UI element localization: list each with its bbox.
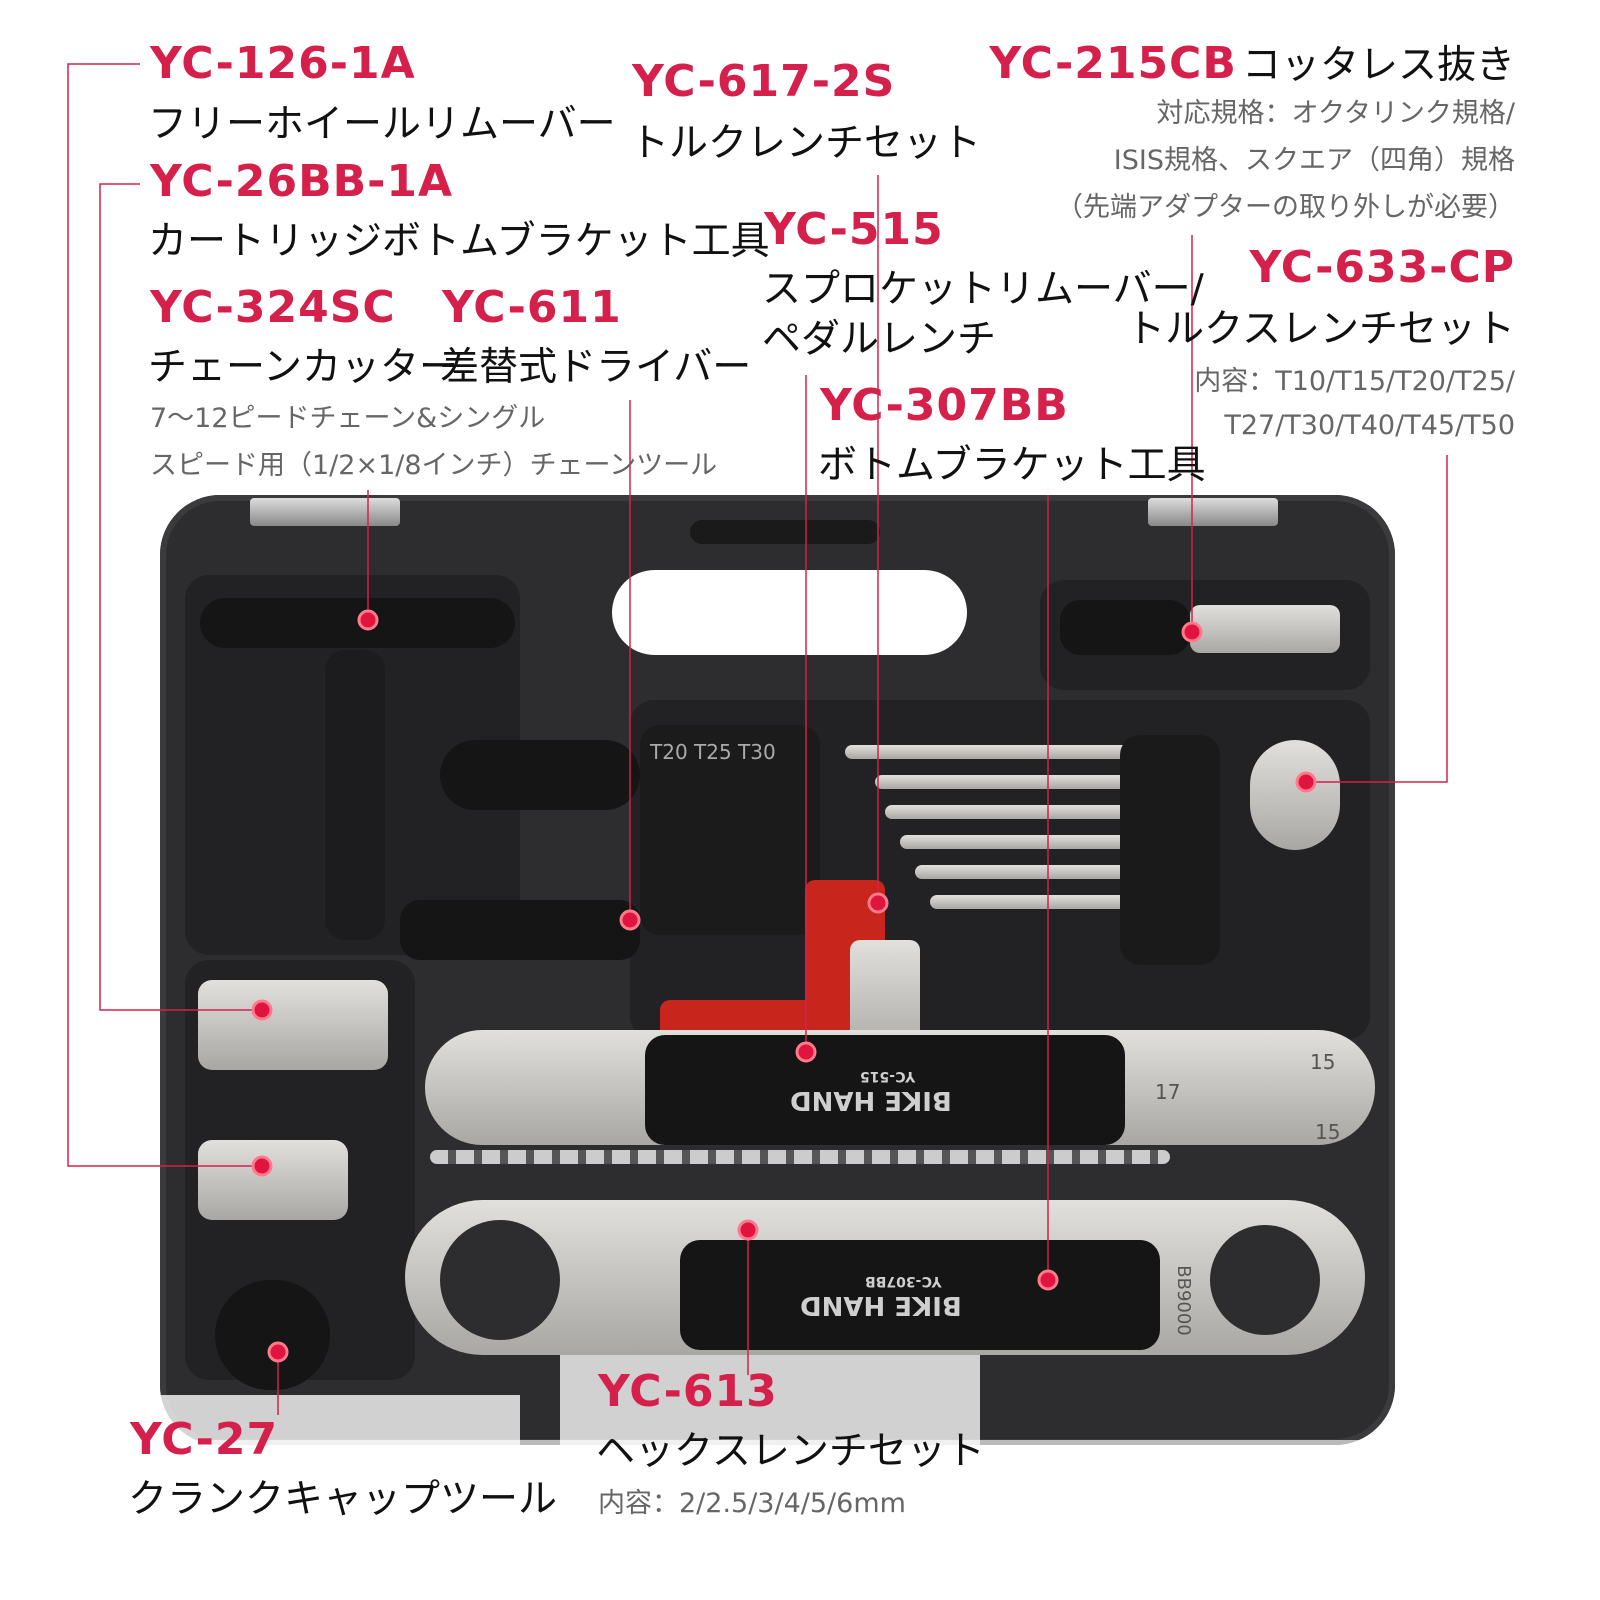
yc215-name: コッタレス抜き (1241, 43, 1515, 88)
yc27-code: YC-27 (130, 1414, 279, 1465)
yc324-sub1: 7〜12ピードチェーン&シングル (150, 403, 546, 434)
marker-dot-yc126 (251, 1155, 273, 1177)
case-slot (690, 520, 880, 544)
yc617-name: トルクレンチセット (630, 121, 982, 166)
marker-dot-yc307 (1037, 1269, 1059, 1291)
yc324-code: YC-324SC (150, 282, 396, 333)
wrench-ring-right (1210, 1225, 1320, 1335)
yc215-sub3: （先端アダプターの取り外しが必要） (1056, 192, 1515, 223)
torx-key (915, 865, 1155, 879)
yc307-code: YC-307BB (820, 380, 1069, 431)
yc515-code: YC-515 (764, 204, 944, 255)
yc215-header: YC-215CB コッタレス抜き (989, 42, 1515, 86)
yc633-sub2: T27/T30/T40/T45/T50 (1224, 410, 1515, 441)
torx-holder (1120, 735, 1220, 965)
wrench-ring-left (440, 1220, 560, 1340)
bottom-fade (0, 1440, 1600, 1600)
marker-dot-yc515 (795, 1041, 817, 1063)
marker-dot-yc611 (619, 909, 641, 931)
case-handle-opening (612, 570, 967, 655)
leader-yc633 (1306, 455, 1448, 783)
yc633-sub1: 内容：T10/T15/T20/T25/ (1194, 366, 1515, 397)
size-mark-15: 15 (1310, 1050, 1336, 1074)
freewheel-remover (198, 1140, 348, 1220)
yc26bb-name: カートリッジボトムブラケット工具 (148, 219, 770, 264)
crank-puller-steel (1190, 605, 1340, 653)
screwdriver-handle (440, 740, 640, 810)
torx-key (930, 895, 1155, 909)
marker-dot-yc613 (737, 1219, 759, 1241)
wrench-grip-515 (645, 1035, 1125, 1145)
yc617-code: YC-617-2S (632, 56, 896, 107)
yc324-sub2: スピード用（1/2×1/8インチ）チェーンツール (150, 450, 718, 481)
chain-tool-handle (200, 598, 515, 648)
yc324-name: チェーンカッター (148, 345, 459, 390)
yc126-code: YC-126-1A (150, 38, 416, 89)
yc307-name: ボトムブラケット工具 (818, 443, 1206, 488)
bit-holder (640, 725, 820, 935)
torx-key (885, 805, 1155, 819)
yc26bb-code: YC-26BB-1A (150, 156, 454, 207)
yc215-sub1: 対応規格：オクタリンク規格/ (1156, 98, 1515, 129)
yc126-name: フリーホイールリムーバー (148, 102, 616, 147)
yc215-code: YC-215CB (989, 38, 1237, 89)
yc515-name-line2: ペダルレンチ (762, 317, 997, 362)
bb-tool-socket (198, 980, 388, 1070)
yc613-sub: 内容：2/2.5/3/4/5/6mm (598, 1488, 906, 1519)
torx-key (845, 745, 1145, 759)
yc515-name-line1: スプロケットリムーバー/ (762, 267, 1204, 312)
wrench-grip-307 (680, 1240, 1160, 1350)
yc611-code: YC-611 (442, 282, 622, 333)
crank-puller-black (1060, 600, 1190, 655)
bit-size-labels: T20 T25 T30 (650, 740, 776, 764)
yc27-name: クランクキャップツール (128, 1477, 558, 1522)
size-mark-17: 17 (1155, 1080, 1181, 1104)
chain-segment (430, 1150, 1170, 1164)
leader-yc26bb (99, 183, 262, 1011)
torx-key (875, 775, 1155, 789)
marker-dot-yc27 (267, 1341, 289, 1363)
yc613-code: YC-613 (598, 1366, 778, 1417)
marker-dot-yc215 (1181, 621, 1203, 643)
yc633-name: トルクスレンチセット (1126, 307, 1515, 352)
case-latch-right (1148, 498, 1278, 526)
marker-dot-yc617 (867, 892, 889, 914)
torx-key-bends (1250, 740, 1340, 850)
marker-dot-yc633 (1295, 771, 1317, 793)
case-latch-left (250, 498, 400, 526)
yc611-name: 差替式ドライバー (440, 345, 752, 390)
yc613-name: ヘックスレンチセット (596, 1429, 985, 1474)
marker-dot-yc26bb (251, 999, 273, 1021)
torx-key (900, 835, 1155, 849)
crank-cap-tool (215, 1280, 330, 1390)
driver-handle-2 (400, 900, 640, 960)
yc633-code: YC-633-CP (1249, 242, 1515, 293)
yc215-sub2: ISIS規格、スクエア（四角）規格 (1113, 145, 1515, 176)
leader-yc126 (67, 63, 262, 1167)
marker-dot-yc324 (357, 609, 379, 631)
size-mark-15b: 15 (1315, 1120, 1341, 1144)
chain-tool-body (325, 650, 385, 940)
